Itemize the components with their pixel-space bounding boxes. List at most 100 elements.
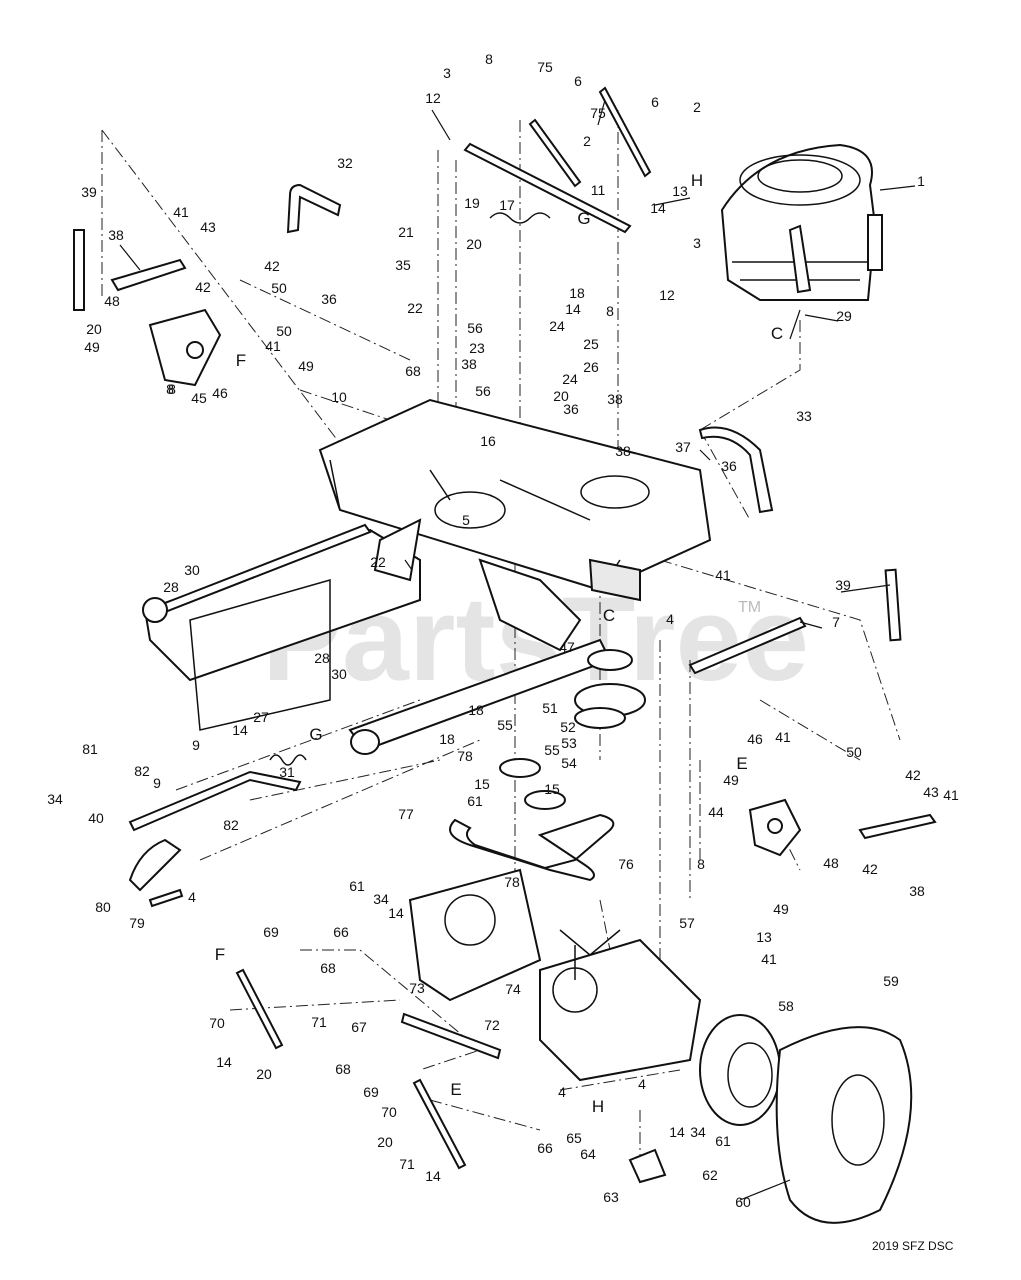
part-callout: 61 — [467, 793, 483, 809]
footer-code: 2019 SFZ DSC — [872, 1239, 954, 1253]
connection-letter: C — [771, 324, 783, 343]
part-callout: 3 — [443, 65, 451, 81]
part-callout: 38 — [615, 443, 631, 459]
part-callout: 41 — [715, 567, 731, 583]
part-callout: 20 — [466, 236, 482, 252]
part-callout: 73 — [409, 980, 425, 996]
part-callout: 14 — [425, 1168, 441, 1184]
pto-clutch — [499, 649, 646, 810]
part-callout: 69 — [263, 924, 279, 940]
part-callout: 50 — [271, 280, 287, 296]
part-callout: 71 — [311, 1014, 327, 1030]
upper-linkage — [269, 86, 652, 766]
part-callout: 38 — [607, 391, 623, 407]
part-callout: 24 — [549, 318, 565, 334]
part-callout: 38 — [108, 227, 124, 243]
part-callout: 36 — [563, 401, 579, 417]
part-callout: 14 — [650, 200, 666, 216]
part-callout: 66 — [537, 1140, 553, 1156]
part-callout: 44 — [708, 804, 724, 820]
part-callout: 69 — [363, 1084, 379, 1100]
part-callout: 21 — [398, 224, 414, 240]
connection-letter: E — [450, 1080, 461, 1099]
part-callout: 24 — [562, 371, 578, 387]
part-callout: 39 — [81, 184, 97, 200]
part-callout: 28 — [314, 650, 330, 666]
part-callout: 61 — [715, 1133, 731, 1149]
part-callout: 67 — [351, 1019, 367, 1035]
part-callout: 12 — [425, 90, 441, 106]
part-callout: 18 — [468, 702, 484, 718]
part-callout: 42 — [195, 279, 211, 295]
part-callout: 75 — [537, 59, 553, 75]
part-callout: 49 — [773, 901, 789, 917]
part-callout: 30 — [184, 562, 200, 578]
part-callout: 58 — [778, 998, 794, 1014]
part-callout: 35 — [395, 257, 411, 273]
connection-letter: F — [236, 351, 246, 370]
part-callout: 30 — [331, 666, 347, 682]
drive-belt — [449, 813, 615, 882]
part-callout: 6 — [651, 94, 659, 110]
part-callout: 53 — [561, 735, 577, 751]
part-callout: 4 — [666, 611, 674, 627]
connection-letter: F — [215, 945, 225, 964]
part-callout: 57 — [679, 915, 695, 931]
part-callout: 56 — [475, 383, 491, 399]
part-callout: 13 — [672, 183, 688, 199]
part-callout: 26 — [583, 359, 599, 375]
part-callout: 43 — [923, 784, 939, 800]
part-callout: 9 — [192, 737, 200, 753]
part-callout: 36 — [721, 458, 737, 474]
part-callout: 8 — [485, 51, 493, 67]
part-callout: 80 — [95, 899, 111, 915]
part-callout: 8 — [168, 381, 176, 397]
part-callout: 19 — [464, 195, 480, 211]
part-callout: 45 — [191, 390, 207, 406]
connection-letter: G — [309, 725, 322, 744]
part-callout: 41 — [775, 729, 791, 745]
side-bars — [73, 229, 902, 642]
part-callout: 55 — [497, 717, 513, 733]
part-callout: 82 — [223, 817, 239, 833]
part-callout: 3 — [693, 235, 701, 251]
part-callout: 34 — [47, 791, 63, 807]
part-callout: 23 — [469, 340, 485, 356]
part-callout: 18 — [439, 731, 455, 747]
part-callout: 20 — [86, 321, 102, 337]
part-callout: 34 — [690, 1124, 706, 1140]
part-callout: 20 — [256, 1066, 272, 1082]
part-callout: 6 — [574, 73, 582, 89]
part-callout: 46 — [747, 731, 763, 747]
part-callout: 54 — [561, 755, 577, 771]
part-callout: 25 — [583, 336, 599, 352]
part-callout: 11 — [591, 182, 606, 198]
part-callout: 62 — [702, 1167, 718, 1183]
part-callout: 15 — [474, 776, 490, 792]
part-callout: 37 — [675, 439, 691, 455]
part-callout: 14 — [216, 1054, 232, 1070]
steering-levers — [286, 183, 774, 514]
part-callout: 74 — [505, 981, 521, 997]
part-callout: 49 — [723, 772, 739, 788]
part-callout: 48 — [104, 293, 120, 309]
part-callout: 8 — [697, 856, 705, 872]
part-callout: 81 — [82, 741, 98, 757]
part-callout: 70 — [381, 1104, 397, 1120]
part-callout: 56 — [467, 320, 483, 336]
part-callout: 5 — [462, 512, 470, 528]
part-callout: 4 — [188, 889, 196, 905]
part-callout: 22 — [407, 300, 423, 316]
transaxles — [408, 868, 702, 1082]
part-callout: 12 — [659, 287, 675, 303]
part-callout: 52 — [560, 719, 576, 735]
part-callout: 42 — [862, 861, 878, 877]
part-callout: 2 — [693, 99, 701, 115]
part-callout: 47 — [559, 639, 575, 655]
part-callout: 41 — [761, 951, 777, 967]
part-callout: 38 — [461, 356, 477, 372]
part-callout: 41 — [173, 204, 189, 220]
part-callout: 15 — [544, 781, 560, 797]
part-callout: 31 — [279, 764, 295, 780]
